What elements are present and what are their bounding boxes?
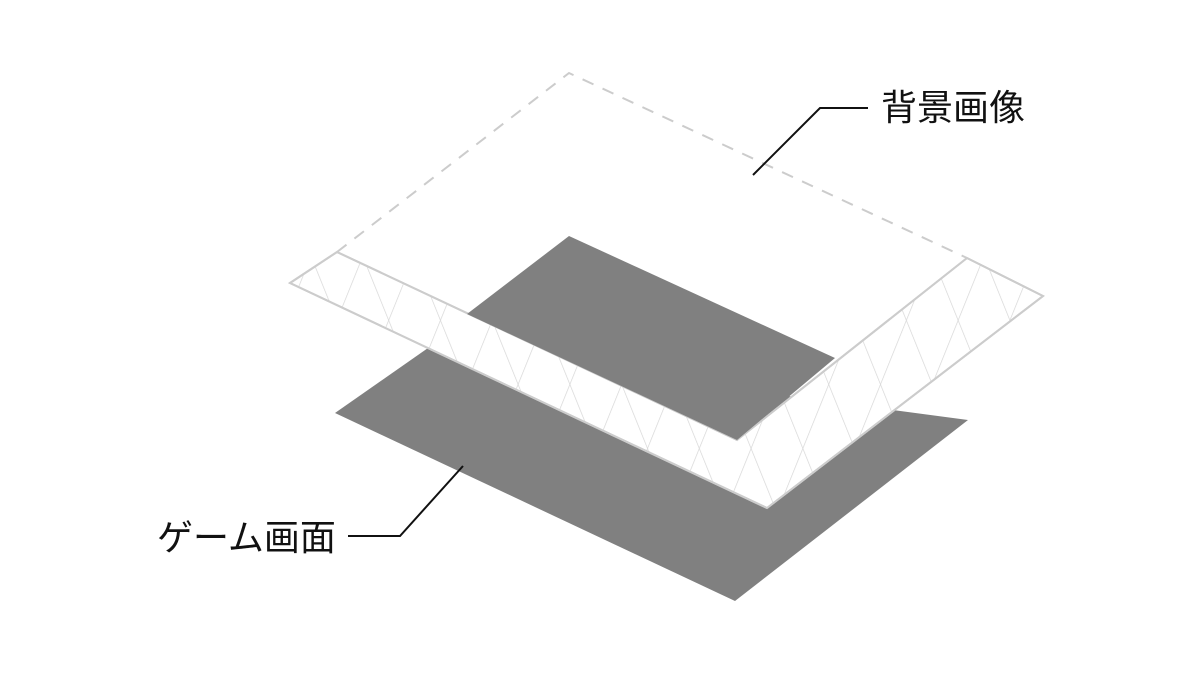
- leader-line-game-screen: [348, 465, 464, 537]
- label-background-image: 背景画像: [881, 88, 1025, 129]
- leader-line-background: [752, 107, 868, 176]
- label-game-screen: ゲーム画面: [157, 518, 336, 559]
- background-dashed-outline: [336, 71, 968, 259]
- background-image-frame: [287, 250, 1045, 510]
- game-screen-window: [467, 236, 835, 440]
